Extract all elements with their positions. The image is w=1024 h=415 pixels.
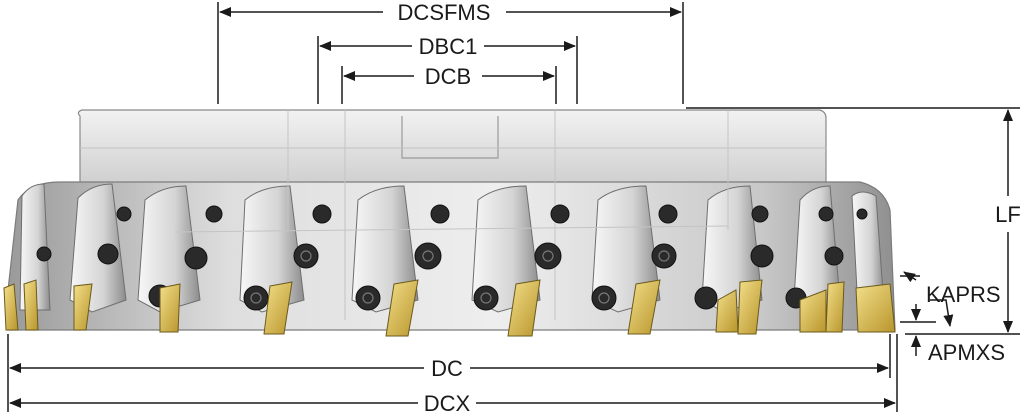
label-dc: DC xyxy=(431,356,463,381)
label-kaprs: KAPRS xyxy=(926,282,1001,307)
label-dcsfms: DCSFMS xyxy=(398,0,491,25)
label-dcx: DCX xyxy=(424,391,471,415)
dimension-lines xyxy=(7,2,1020,412)
label-apmxs: APMXS xyxy=(928,340,1005,365)
kaprs-angle-leader xyxy=(930,299,954,327)
flute-pockets xyxy=(19,110,885,320)
label-dcb: DCB xyxy=(425,64,471,89)
cutting-inserts xyxy=(3,279,896,337)
label-lf: LF xyxy=(995,202,1021,227)
keyway-slot xyxy=(401,116,499,159)
label-dbc1: DBC1 xyxy=(419,34,478,59)
